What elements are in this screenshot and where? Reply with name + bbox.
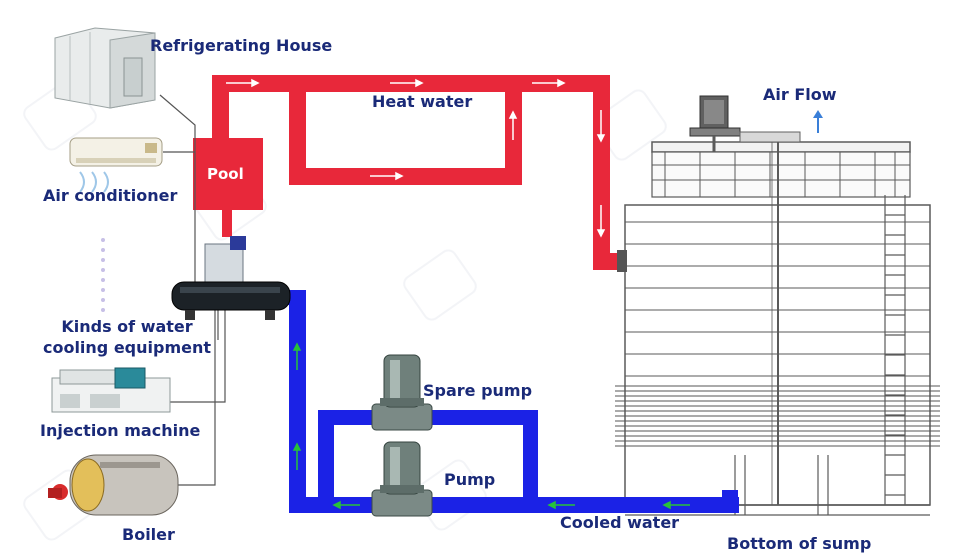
spare-pump-icon (371, 354, 433, 431)
pool-label: Pool (207, 165, 244, 183)
water-chiller-icon (171, 236, 291, 320)
cold-room-icon (54, 27, 156, 109)
air-flow-label: Air Flow (763, 85, 837, 104)
injection-molding-icon (51, 367, 171, 413)
air-conditioner-label: Air conditioner (43, 186, 178, 205)
boiler-icon (48, 454, 179, 516)
bottom-of-sump-label: Bottom of sump (727, 534, 872, 553)
hot-flow-arrows (226, 78, 606, 238)
injection-machine-label: Injection machine (40, 421, 201, 440)
split-ac-icon (69, 137, 163, 193)
cooling-tower-icon (615, 95, 940, 516)
cooled-water-label: Cooled water (560, 513, 680, 532)
fan-motor-icon (689, 95, 801, 152)
spare-pump-label: Spare pump (423, 381, 533, 400)
pump-label: Pump (444, 470, 496, 489)
air-flow-arrow (813, 110, 823, 133)
pool-tank (193, 138, 263, 210)
dotted-line (101, 238, 105, 312)
kinds-of-water-line2: cooling equipment (42, 338, 212, 357)
tower-inlet-nozzle (617, 250, 627, 272)
refrigerating-house-label: Refrigerating House (150, 36, 333, 55)
boiler-label: Boiler (122, 525, 175, 544)
kinds-of-water-line1: Kinds of water (61, 317, 193, 336)
pump-icon (371, 441, 433, 517)
heat-water-label: Heat water (372, 92, 473, 111)
